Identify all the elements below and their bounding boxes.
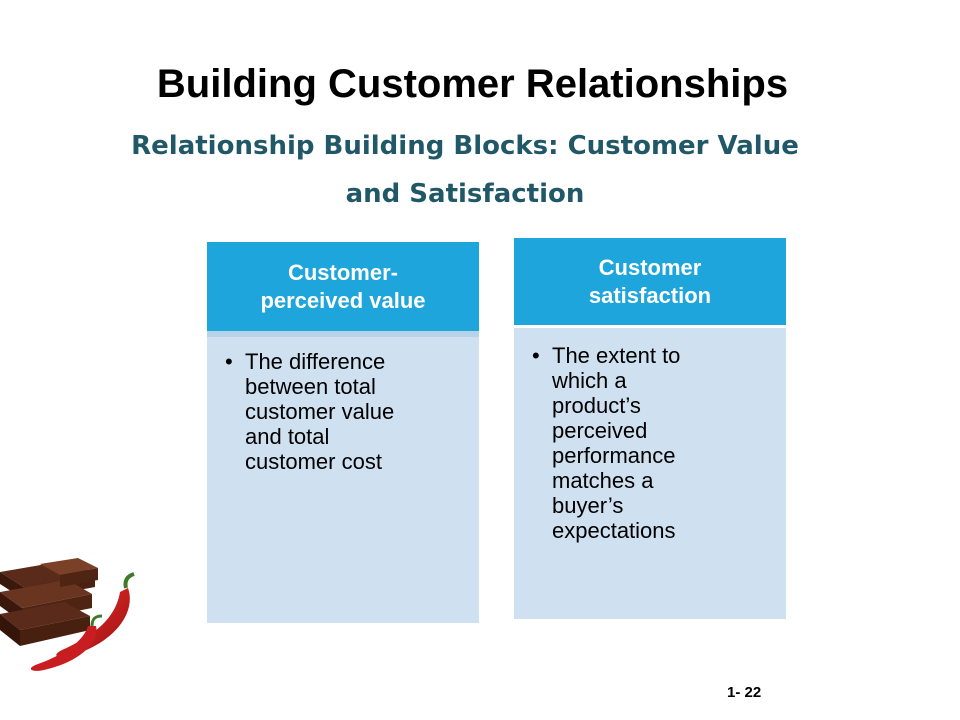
- bullet-text-line: The extent to: [552, 343, 681, 368]
- building-block-customer-satisfaction: Customer satisfaction • The extent to wh…: [514, 238, 786, 619]
- bullet-text-line: customer value: [245, 399, 395, 424]
- slide-number: 1- 22: [727, 684, 762, 701]
- chili-pepper-icon: [30, 572, 135, 671]
- bullet-marker: •: [532, 343, 540, 368]
- block-header-line-2: perceived value: [260, 287, 426, 313]
- bullet-item: • The difference between total customer …: [207, 349, 471, 474]
- bullet-marker: •: [225, 349, 233, 374]
- subtitle-line-2: and Satisfaction: [345, 179, 585, 209]
- block-header-line-2: satisfaction: [588, 282, 712, 308]
- block-header-line-1: Customer: [598, 254, 702, 280]
- block-header-line-1: Customer-: [287, 259, 398, 285]
- bullet-text-line: between total: [245, 374, 376, 399]
- block-header: Customer satisfaction: [514, 238, 786, 328]
- bullet-text-line: and total: [245, 424, 330, 449]
- block-body: • The extent to which a product’s percei…: [514, 328, 786, 619]
- chocolate-stack-icon: [0, 558, 98, 646]
- bullet-text-line: product’s: [552, 393, 641, 418]
- bullet-item: • The extent to which a product’s percei…: [514, 343, 778, 543]
- bullet-text-line: perceived: [552, 418, 648, 443]
- block-body: • The difference between total customer …: [207, 337, 479, 623]
- bullet-text-line: The difference: [245, 349, 386, 374]
- bullet-text-line: buyer’s: [552, 493, 624, 518]
- building-block-customer-value: Customer- perceived value • The differen…: [207, 242, 479, 623]
- bullet-text-line: expectations: [552, 518, 676, 543]
- subtitle-line-1: Relationship Building Blocks: Customer V…: [131, 131, 799, 161]
- bullet-text-line: performance: [552, 443, 676, 468]
- block-header: Customer- perceived value: [207, 242, 479, 337]
- bullet-text-line: which a: [552, 368, 627, 393]
- slide-title: Building Customer Relationships: [156, 62, 789, 106]
- slide-subtitle: Relationship Building Blocks: Customer V…: [95, 122, 835, 218]
- bullet-text-line: customer cost: [245, 449, 382, 474]
- chocolate-and-chili-image: [0, 558, 135, 671]
- bullet-text-line: matches a: [552, 468, 654, 493]
